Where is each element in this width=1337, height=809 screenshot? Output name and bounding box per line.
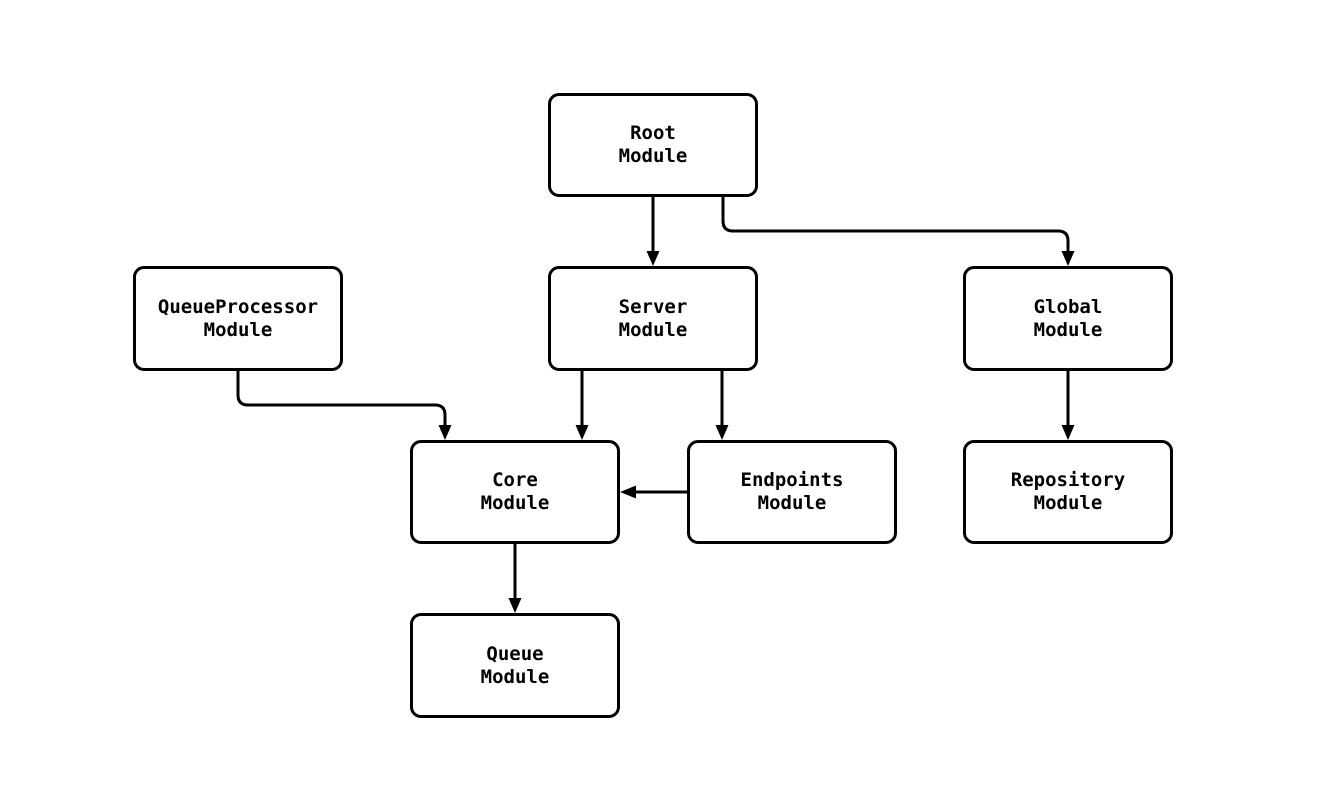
edge-server-to-endpoints bbox=[715, 371, 729, 440]
node-core-module-line2: Module bbox=[480, 492, 550, 514]
node-repository-module-line1: Repository bbox=[1010, 469, 1126, 491]
edge-root-to-server bbox=[646, 197, 660, 266]
node-server-module-line2: Module bbox=[618, 318, 688, 341]
node-server-module-line1: Server bbox=[618, 295, 688, 318]
edge-global-to-repository bbox=[1061, 371, 1075, 440]
node-endpoints-module[interactable]: Endpoints Module bbox=[687, 440, 897, 544]
edge-endpoints-to-core bbox=[620, 485, 687, 499]
node-queueprocessor-module-line1: QueueProcessor bbox=[157, 295, 319, 318]
node-global-module-line1: Global bbox=[1033, 295, 1103, 318]
node-queue-module-line2: Module bbox=[480, 665, 550, 688]
node-queueprocessor-module[interactable]: QueueProcessor Module bbox=[133, 266, 343, 371]
node-queue-module[interactable]: Queue Module bbox=[410, 613, 620, 718]
node-server-module[interactable]: Server Module bbox=[548, 266, 758, 371]
edge-root-to-global bbox=[721, 197, 1075, 266]
node-repository-module-line2: Module bbox=[1033, 492, 1103, 514]
node-queue-module-line1: Queue bbox=[486, 642, 544, 665]
node-global-module-line2: Module bbox=[1033, 318, 1103, 341]
node-root-module-line2: Module bbox=[618, 145, 688, 167]
node-global-module[interactable]: Global Module bbox=[963, 266, 1173, 371]
node-root-module[interactable]: Root Module bbox=[548, 93, 758, 197]
edge-server-to-core bbox=[575, 371, 589, 440]
node-queueprocessor-module-line2: Module bbox=[203, 318, 273, 341]
node-endpoints-module-line1: Endpoints bbox=[740, 469, 844, 491]
node-root-module-line1: Root bbox=[630, 122, 676, 144]
node-core-module-line1: Core bbox=[492, 469, 538, 491]
edge-core-to-queue bbox=[508, 544, 522, 613]
node-core-module[interactable]: Core Module bbox=[410, 440, 620, 544]
node-endpoints-module-line2: Module bbox=[757, 492, 827, 514]
edge-queueprocessor-to-core bbox=[236, 371, 452, 440]
node-repository-module[interactable]: Repository Module bbox=[963, 440, 1173, 544]
